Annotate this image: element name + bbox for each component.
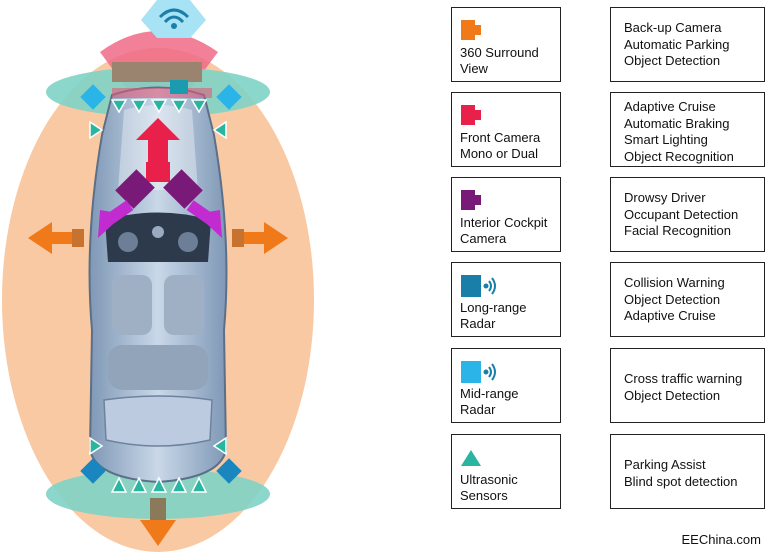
function-text: Back-up Camera Automatic Parking Object … <box>624 20 730 68</box>
function-text: Cross traffic warning Object Detection <box>624 371 743 403</box>
sensor-card-long-range-radar: Long-range Radar <box>451 262 561 337</box>
function-text: Adaptive Cruise Automatic Braking Smart … <box>624 99 734 164</box>
front-camera-arrow <box>136 118 180 182</box>
front-left-radar <box>80 84 106 110</box>
front-camera-icon <box>461 105 481 125</box>
function-card-ultrasonic: Parking Assist Blind spot detection <box>610 434 765 509</box>
function-text: Collision Warning Object Detection Adapt… <box>624 275 725 323</box>
front-center-radar <box>170 80 188 94</box>
front-ultrasonic-sensors <box>89 99 227 140</box>
surround-camera-icon <box>461 20 481 40</box>
sensor-label: 360 Surround View <box>460 45 539 76</box>
function-card-surround: Back-up Camera Automatic Parking Object … <box>610 7 765 82</box>
rear-ultrasonic-zone <box>46 469 270 519</box>
function-text: Drowsy Driver Occupant Detection Facial … <box>624 190 739 238</box>
sensor-card-front-camera: Front Camera Mono or Dual <box>451 92 561 167</box>
rear-right-radar <box>216 458 242 484</box>
car-sensor-diagram <box>2 0 314 552</box>
mid-range-radar-icon <box>461 361 496 383</box>
function-card-cockpit-camera: Drowsy Driver Occupant Detection Facial … <box>610 177 765 252</box>
sensor-card-surround: 360 Surround View <box>451 7 561 82</box>
function-card-long-range-radar: Collision Warning Object Detection Adapt… <box>610 262 765 337</box>
cockpit-camera-icon <box>461 190 481 210</box>
sensor-card-mid-range-radar: Mid-range Radar <box>451 348 561 423</box>
sensor-label: Mid-range Radar <box>460 386 519 417</box>
sensor-label: Interior Cockpit Camera <box>460 215 548 246</box>
ultrasonic-sensor-icon <box>461 450 481 466</box>
function-text: Parking Assist Blind spot detection <box>624 457 738 489</box>
rear-ultrasonic-sensors <box>89 436 227 493</box>
function-card-front-camera: Adaptive Cruise Automatic Braking Smart … <box>610 92 765 167</box>
sensor-label: Long-range Radar <box>460 300 527 331</box>
sensor-label: Ultrasonic Sensors <box>460 472 518 503</box>
rear-camera-arrow <box>140 498 176 546</box>
function-card-mid-range-radar: Cross traffic warning Object Detection <box>610 348 765 423</box>
long-range-radar-icon <box>461 275 496 297</box>
rear-left-radar <box>80 458 106 484</box>
front-camera-housing <box>112 62 202 82</box>
sensor-card-cockpit-camera: Interior Cockpit Camera <box>451 177 561 252</box>
side-surround-arrows <box>28 222 288 254</box>
interior-camera-arrows <box>98 169 222 238</box>
long-range-radar-top-icon <box>141 0 206 38</box>
watermark: EEChina.com <box>681 532 761 547</box>
sensor-label: Front Camera Mono or Dual <box>460 130 541 161</box>
sensor-card-ultrasonic: Ultrasonic Sensors <box>451 434 561 509</box>
front-bumper-strip <box>112 88 212 98</box>
